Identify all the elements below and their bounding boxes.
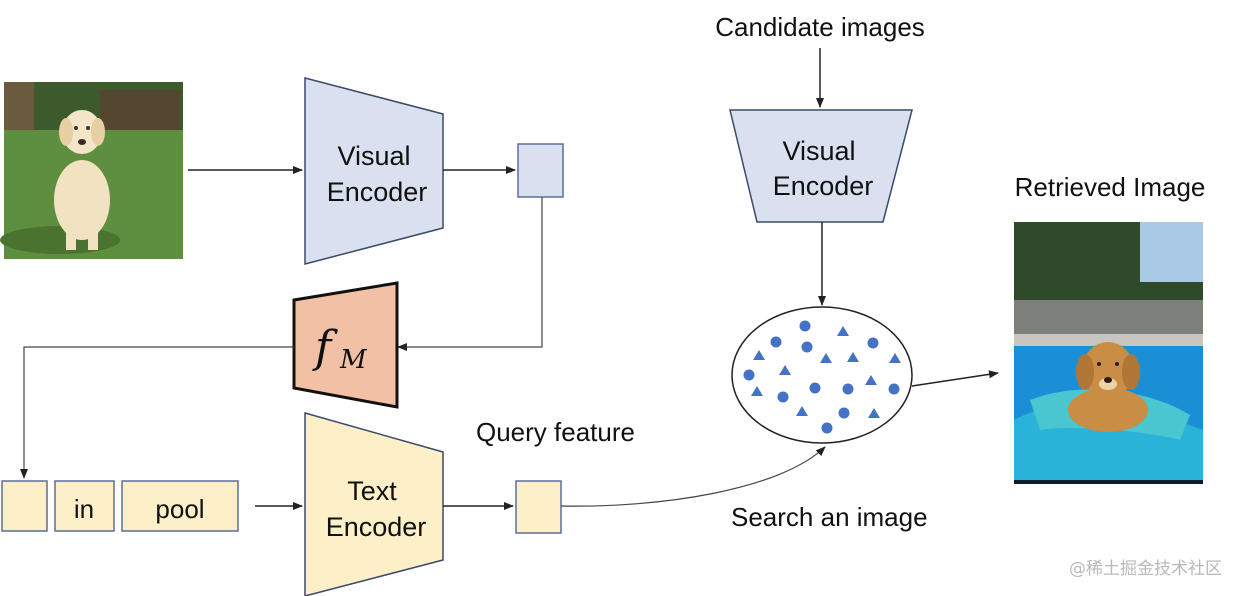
embedding-point xyxy=(777,391,789,403)
modifier-fm: f M xyxy=(292,281,399,409)
embedding-point xyxy=(809,382,821,394)
token-pool-label: pool xyxy=(155,494,204,524)
query-dog-photo xyxy=(0,82,183,259)
arrow-query-feature-to-embedding-space xyxy=(560,446,826,507)
embedding-point xyxy=(842,383,854,395)
visual-encoder-right-line2: Encoder xyxy=(773,171,874,201)
embedding-point xyxy=(801,341,813,353)
visual-encoder-right: Visual Encoder xyxy=(729,109,913,223)
embedding-point xyxy=(888,383,900,395)
text-encoder-line1: Text xyxy=(347,476,397,506)
embedding-point xyxy=(867,337,879,349)
watermark: @稀土掘金技术社区 xyxy=(1069,559,1222,579)
query-feature-label: Query feature xyxy=(476,417,635,447)
retrieved-image-label: Retrieved Image xyxy=(1015,172,1206,202)
visual-encoder-left: Visual Encoder xyxy=(304,77,444,265)
text-encoder-line2: Encoder xyxy=(326,512,427,542)
retrieved-dog-in-pool-photo xyxy=(1014,222,1203,484)
modifier-subscript: M xyxy=(339,345,368,375)
token-box-in xyxy=(54,480,115,532)
embedding-point xyxy=(743,369,755,381)
embedding-point xyxy=(838,407,850,419)
embedding-triangle xyxy=(820,353,832,363)
embedding-point xyxy=(821,422,833,434)
embedding-triangle xyxy=(753,350,765,360)
embedding-triangle xyxy=(837,326,849,336)
query-feature-box xyxy=(515,480,562,534)
image-feature-box xyxy=(517,143,564,198)
embedding-triangle xyxy=(796,406,808,416)
search-an-image-label: Search an image xyxy=(731,502,928,532)
token-box-modified xyxy=(1,480,48,532)
embedding-triangle xyxy=(889,353,901,363)
embedding-points xyxy=(743,320,901,434)
arrow-embedding-to-retrieved-image xyxy=(911,370,999,387)
arrow-modifier-to-first-token xyxy=(20,346,294,479)
embedding-point xyxy=(799,320,811,332)
embedding-triangle xyxy=(751,386,763,396)
embedding-space xyxy=(731,306,913,444)
embedding-triangle xyxy=(847,352,859,362)
token-in-label: in xyxy=(74,494,94,524)
visual-encoder-left-line2: Encoder xyxy=(327,177,428,207)
text-encoder: Text Encoder xyxy=(304,412,444,596)
embedding-point xyxy=(770,336,782,348)
arrow-image-feature-to-modifier xyxy=(397,197,543,351)
embedding-triangle xyxy=(779,365,791,375)
embedding-triangle xyxy=(868,408,880,418)
visual-encoder-left-line1: Visual xyxy=(337,141,410,171)
candidate-images-label: Candidate images xyxy=(715,12,925,42)
text-tokens: in pool xyxy=(1,480,239,532)
visual-encoder-right-line1: Visual xyxy=(782,136,855,166)
token-box-pool xyxy=(121,480,239,532)
embedding-triangle xyxy=(865,375,877,385)
